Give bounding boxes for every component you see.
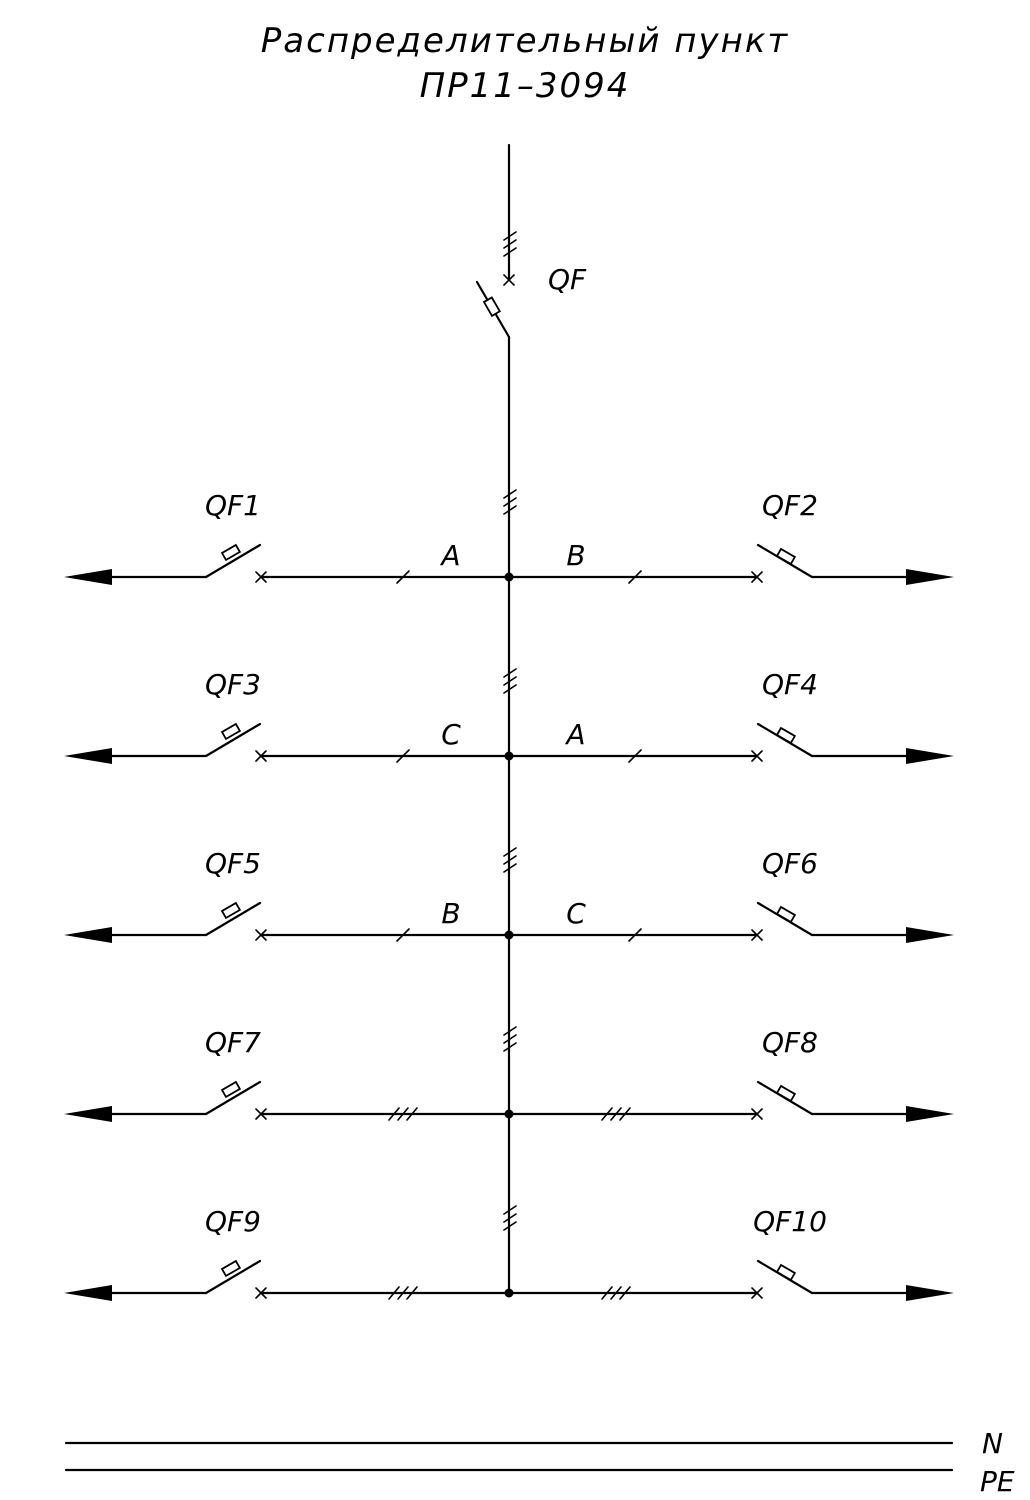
right-breaker-label: QF4 (762, 668, 818, 701)
left-branch: C QF3 (64, 668, 511, 764)
right-three-phase-mark (601, 1107, 631, 1121)
left-breaker-blade (204, 1080, 262, 1116)
left-breaker-trip-element (220, 901, 242, 920)
left-outgoing-arrow (64, 927, 112, 943)
right-single-phase-mark (628, 749, 642, 763)
left-branch: QF7 (64, 1026, 511, 1122)
left-breaker-label: QF7 (205, 1026, 261, 1059)
right-outgoing-arrow (906, 569, 954, 585)
right-contact-cross (751, 1287, 763, 1299)
right-breaker-trip-element (775, 726, 797, 745)
bus-three-phase-mark (503, 847, 517, 873)
incoming-feeder (503, 143, 517, 286)
right-contact-cross (751, 750, 763, 762)
right-breaker-label: QF8 (762, 1026, 818, 1059)
left-three-phase-mark (388, 1286, 418, 1300)
right-breaker-label: QF2 (762, 489, 818, 522)
right-outgoing-arrow (906, 1106, 954, 1122)
right-branch: A QF4 (507, 668, 954, 764)
left-branch: A QF1 (64, 489, 511, 585)
main-breaker-label: QF (548, 263, 587, 296)
bus-neutral: N (64, 1427, 1003, 1460)
left-contact-cross (255, 929, 267, 941)
left-outgoing-arrow (64, 569, 112, 585)
left-breaker-trip-element (220, 1080, 242, 1099)
right-branch: QF10 (507, 1205, 954, 1301)
bus-three-phase-mark (503, 1026, 517, 1052)
left-branch: B QF5 (64, 847, 511, 943)
left-breaker-label: QF1 (205, 489, 261, 522)
left-contact-cross (255, 571, 267, 583)
left-breaker-blade (204, 901, 262, 937)
right-contact-cross (751, 1108, 763, 1120)
right-contact-cross (751, 571, 763, 583)
left-phase-label: A (439, 539, 460, 572)
left-outgoing-arrow (64, 1285, 112, 1301)
right-breaker-label: QF10 (753, 1205, 827, 1238)
left-breaker-trip-element (220, 722, 242, 741)
right-phase-label: B (566, 539, 585, 572)
right-phase-label: C (566, 897, 586, 930)
bus-protective: PE (64, 1465, 1015, 1498)
right-branch: B QF2 (507, 489, 954, 585)
left-single-phase-mark (396, 570, 410, 584)
left-outgoing-arrow (64, 1106, 112, 1122)
left-phase-label: B (441, 897, 460, 930)
title-line-2: ПР11–3094 (420, 66, 631, 106)
bus-three-phase-mark (503, 1205, 517, 1231)
main-breaker-contact-cross (503, 274, 515, 286)
left-breaker-blade (204, 543, 262, 579)
incoming-three-phase-mark (503, 231, 517, 257)
main-breaker-trip-element (482, 296, 502, 318)
left-breaker-blade (204, 1259, 262, 1295)
left-contact-cross (255, 750, 267, 762)
left-three-phase-mark (388, 1107, 418, 1121)
right-outgoing-arrow (906, 1285, 954, 1301)
left-contact-cross (255, 1108, 267, 1120)
left-outgoing-arrow (64, 748, 112, 764)
left-contact-cross (255, 1287, 267, 1299)
left-branch: QF9 (64, 1205, 511, 1301)
neutral-bus-label: N (982, 1427, 1003, 1460)
right-branch: C QF6 (507, 847, 954, 943)
bus-three-phase-mark (503, 489, 517, 515)
left-breaker-trip-element (220, 543, 242, 562)
left-breaker-label: QF5 (205, 847, 261, 880)
right-outgoing-arrow (906, 748, 954, 764)
right-breaker-trip-element (775, 1084, 797, 1103)
right-outgoing-arrow (906, 927, 954, 943)
left-breaker-blade (204, 722, 262, 758)
main-breaker-symbol (475, 280, 511, 339)
left-single-phase-mark (396, 928, 410, 942)
branch-row-5: QF9 QF10 (64, 1205, 954, 1301)
right-three-phase-mark (601, 1286, 631, 1300)
right-single-phase-mark (628, 928, 642, 942)
right-single-phase-mark (628, 570, 642, 584)
right-breaker-trip-element (775, 547, 797, 566)
bus-three-phase-mark (503, 668, 517, 694)
right-phase-label: A (564, 718, 585, 751)
left-phase-label: C (441, 718, 461, 751)
right-breaker-label: QF6 (762, 847, 818, 880)
right-branch: QF8 (507, 1026, 954, 1122)
left-breaker-label: QF9 (205, 1205, 261, 1238)
left-single-phase-mark (396, 749, 410, 763)
left-breaker-trip-element (220, 1259, 242, 1278)
protective-bus-label: PE (980, 1465, 1015, 1498)
left-breaker-label: QF3 (205, 668, 261, 701)
title-line-1: Распределительный пункт (261, 21, 789, 61)
branch-row-4: QF7 QF8 (64, 1026, 954, 1122)
right-contact-cross (751, 929, 763, 941)
right-breaker-trip-element (775, 905, 797, 924)
right-breaker-trip-element (775, 1263, 797, 1282)
